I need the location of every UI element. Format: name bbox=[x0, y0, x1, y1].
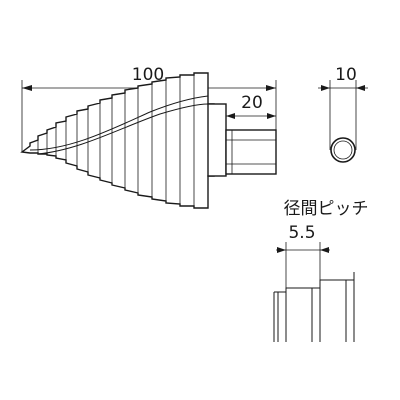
step-ridges bbox=[37, 75, 195, 206]
arrow-pitch-right bbox=[320, 247, 329, 253]
step-pitch-value: 5.5 bbox=[288, 223, 315, 243]
shank bbox=[225, 129, 277, 175]
shank-length-label: 20 bbox=[241, 93, 263, 113]
stepped-cone-body bbox=[20, 72, 215, 209]
spiral-flute bbox=[29, 95, 209, 151]
arrow-shank-left bbox=[226, 113, 235, 119]
arrow-shank-right bbox=[267, 113, 276, 119]
shank-length-dimension: 20 bbox=[225, 93, 276, 130]
arrow-left bbox=[22, 85, 32, 91]
arrow-right bbox=[266, 85, 276, 91]
step-pitch-detail: 径間ピッチ 5.5 bbox=[273, 199, 369, 342]
drill-side-view bbox=[20, 72, 277, 209]
overall-length-label: 100 bbox=[132, 65, 164, 85]
collar bbox=[207, 103, 227, 177]
arrow-pitch-left bbox=[277, 247, 286, 253]
shank-diameter-label: 10 bbox=[335, 65, 357, 85]
spiral-flute-edge bbox=[37, 103, 209, 155]
arrow-dia-left bbox=[321, 85, 330, 91]
step-pitch-title: 径間ピッチ bbox=[284, 199, 369, 219]
arrow-dia-right bbox=[356, 85, 365, 91]
shank-end-inner-circle bbox=[333, 140, 353, 160]
shank-end-circle bbox=[330, 137, 356, 163]
shank-end-view: 10 bbox=[318, 65, 368, 163]
